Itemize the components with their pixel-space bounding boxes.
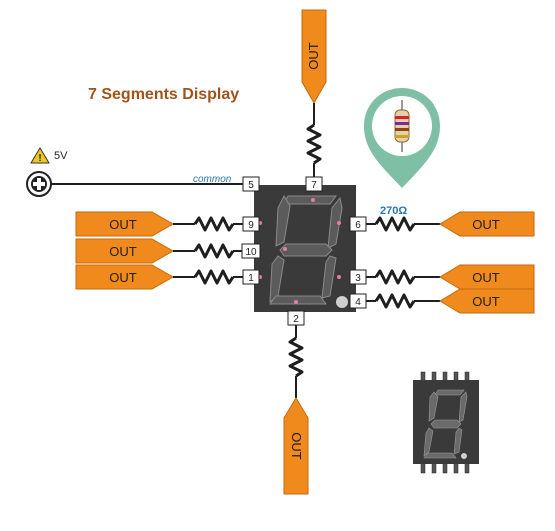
svg-text:!: ! (38, 153, 41, 164)
out-label: OUT (472, 270, 500, 285)
resistor-top (306, 123, 322, 165)
out-label: OUT (289, 432, 304, 460)
pin-label-7: 7 (305, 176, 323, 192)
display-component-illustration (413, 371, 479, 474)
out-connector-right-2: OUT (439, 264, 535, 290)
pin-label-4: 4 (349, 293, 367, 309)
common-label: common (193, 174, 232, 185)
segment-c (321, 255, 337, 299)
out-connector-right-3: OUT (439, 288, 535, 314)
resistor-left-2 (193, 243, 235, 259)
pin-label-2: 2 (287, 310, 305, 326)
segment-d (269, 295, 327, 305)
out-connector-right-1: OUT (439, 211, 535, 237)
svg-text:1: 1 (248, 273, 254, 284)
svg-text:7: 7 (311, 180, 317, 191)
pin-label-10: 10 (241, 243, 261, 259)
diagram-title: 7 Segments Display (88, 86, 240, 103)
resistor-left-3 (193, 269, 235, 285)
out-label: OUT (472, 294, 500, 309)
resistor-callout (364, 88, 440, 188)
out-connector-bottom: OUT (283, 397, 309, 495)
out-label: OUT (109, 270, 137, 285)
resistor-icon (394, 100, 410, 152)
resistor-right-3 (374, 293, 416, 309)
out-connector-left-3: OUT (75, 264, 175, 290)
resistor-left-1 (193, 216, 235, 232)
out-label: OUT (109, 244, 137, 259)
svg-text:10: 10 (245, 247, 257, 258)
svg-text:3: 3 (355, 273, 361, 284)
svg-text:6: 6 (355, 220, 361, 231)
out-label: OUT (472, 217, 500, 232)
warning-icon: ! (30, 147, 50, 164)
out-connector-top: OUT (301, 9, 327, 105)
display-segments (269, 194, 348, 308)
pin-label-3: 3 (349, 269, 367, 285)
pin-label-6: 6 (349, 216, 367, 232)
segment-f (275, 194, 291, 247)
pin-label-9: 9 (242, 216, 260, 232)
out-connector-left-2: OUT (75, 238, 175, 264)
voltage-label: 5V (54, 150, 68, 162)
segment-g (279, 243, 333, 257)
resistor-right-2 (374, 269, 416, 285)
out-label: OUT (306, 42, 321, 70)
pin-label-5: 5 (242, 176, 260, 192)
svg-text:5: 5 (248, 180, 254, 191)
pin-label-1: 1 (242, 269, 260, 285)
resistor-value-label: 270Ω (380, 205, 408, 217)
svg-text:2: 2 (293, 314, 299, 325)
power-supply-icon (26, 171, 52, 197)
segment-a (283, 195, 337, 205)
resistor-right-1 (374, 216, 416, 232)
svg-text:4: 4 (355, 297, 361, 308)
out-connector-left-1: OUT (75, 211, 175, 237)
out-label: OUT (109, 217, 137, 232)
svg-text:9: 9 (248, 220, 254, 231)
segment-b (327, 196, 343, 249)
resistor-bottom (288, 336, 304, 378)
segment-dp (336, 296, 348, 308)
